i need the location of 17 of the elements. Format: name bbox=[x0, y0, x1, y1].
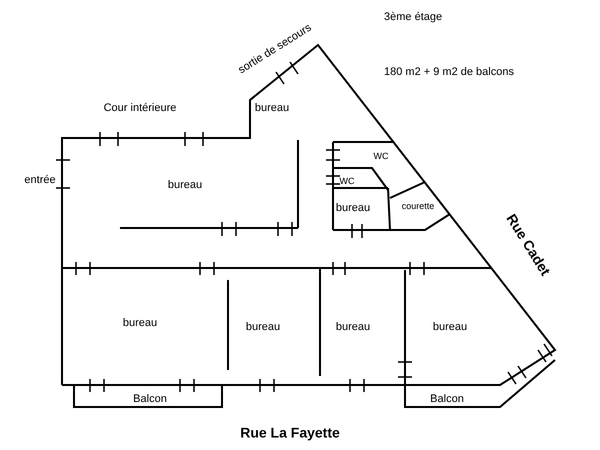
room-name: bureau bbox=[122, 316, 158, 330]
room-name: bureau bbox=[336, 202, 370, 214]
floor-label: 3ème étage bbox=[384, 10, 442, 24]
entrance-label: entrée bbox=[24, 174, 56, 186]
room-name: WC bbox=[374, 152, 388, 162]
room-name: bureau bbox=[246, 320, 280, 334]
balcony-label: Balcon bbox=[133, 392, 167, 406]
room-name: bureau bbox=[432, 320, 468, 334]
area-note: 180 m2 + 9 m2 de balcons bbox=[384, 66, 514, 78]
room-name: courette bbox=[402, 202, 434, 212]
balcony-label: Balcon bbox=[430, 392, 464, 406]
room-name: bureau bbox=[336, 320, 370, 334]
courtyard-label: Cour intérieure bbox=[104, 102, 176, 114]
room-name: bureau bbox=[254, 102, 290, 114]
room-name: bureau bbox=[168, 178, 202, 192]
room-name: WC bbox=[340, 177, 354, 187]
street-name: Rue La Fayette bbox=[240, 425, 340, 441]
